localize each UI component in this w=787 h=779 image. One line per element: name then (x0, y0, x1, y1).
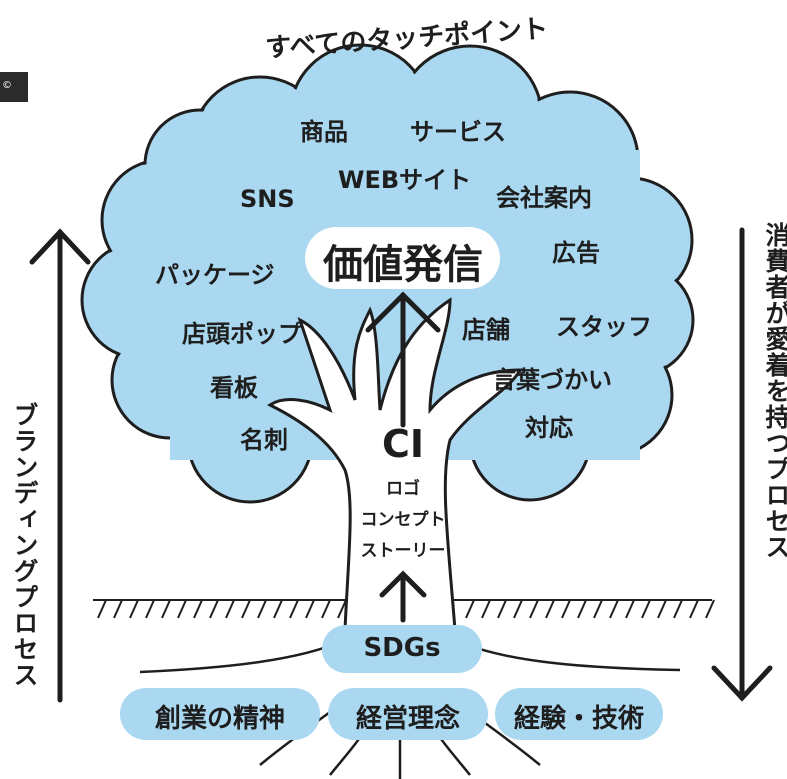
ground-hatch-mark (225, 599, 235, 619)
root-pill-bg-3 (495, 688, 663, 740)
ground-hatch-mark (673, 599, 683, 619)
right-process-arrow (711, 227, 773, 702)
ground-hatch-mark (545, 599, 555, 619)
ground-hatch-mark (481, 599, 491, 619)
corner-badge: © (0, 72, 28, 102)
touchpoint-ad: 広告 (552, 239, 600, 267)
root-pill-bg-2 (328, 688, 488, 740)
branding-process-label: ブランディングプロセス (10, 402, 39, 688)
ground-hatch-mark (593, 599, 603, 619)
ground-hatch-mark (529, 599, 539, 619)
ground-hatch-mark (305, 599, 315, 619)
ground-hatch-mark (689, 599, 699, 619)
touchpoint-sign: 看板 (210, 374, 258, 402)
value-label: 価値発信 (323, 242, 483, 288)
value-pill-bg (305, 227, 500, 289)
tree-trunk (267, 297, 523, 632)
ground-hatching (93, 599, 715, 619)
root-pill-bg-1 (120, 688, 320, 740)
ground-hatch-mark (97, 599, 107, 619)
ground-hatch-mark (273, 599, 283, 619)
ground-hatch-mark (193, 599, 203, 619)
ci-item-story: ストーリー (360, 541, 446, 561)
root-label-spirit: 創業の精神 (154, 704, 285, 734)
root-label-experience: 経験・技術 (513, 704, 644, 734)
sdgs-pill-bg (322, 625, 482, 673)
ground-hatch-mark (609, 599, 619, 619)
ground-hatch-mark (337, 599, 347, 619)
consumer-process-label: 消費者が愛着を持つプロセス (762, 222, 787, 560)
touchpoint-store: 店舗 (462, 316, 510, 344)
ground-hatch-mark (241, 599, 251, 619)
touchpoint-package: パッケージ (155, 261, 275, 289)
ground-hatch-mark (177, 599, 187, 619)
ground-hatch-mark (561, 599, 571, 619)
touchpoint-words: 言葉づかい (492, 366, 612, 394)
ground-hatch-mark (705, 599, 715, 619)
root-label-philosophy: 経営理念 (355, 704, 460, 734)
ground-hatch-mark (497, 599, 507, 619)
touchpoint-shohin: 商品 (300, 118, 348, 146)
ground-hatch-mark (321, 599, 331, 619)
ground-hatch-mark (577, 599, 587, 619)
ci-title: CI (381, 422, 425, 466)
growth-arrows (365, 291, 441, 623)
ground-hatch-mark (129, 599, 139, 619)
ground-hatch-mark (657, 599, 667, 619)
ground-hatch-mark (513, 599, 523, 619)
left-process-arrow (29, 228, 91, 703)
touchpoint-service: サービス (410, 118, 506, 146)
corner-badge-text: © (2, 80, 12, 91)
touchpoint-sns: SNS (240, 185, 295, 213)
ground-hatch-mark (209, 599, 219, 619)
touchpoint-pop: 店頭ポップ (182, 320, 302, 348)
touchpoint-card: 名刺 (240, 426, 288, 454)
ground-hatch-mark (465, 599, 475, 619)
ground-hatch-mark (113, 599, 123, 619)
ground-hatch-mark (641, 599, 651, 619)
touchpoint-web: WEBサイト (338, 166, 472, 194)
touchpoint-response: 対応 (525, 414, 573, 442)
ground-hatch-mark (145, 599, 155, 619)
ci-item-logo: ロゴ (386, 479, 420, 499)
ground-hatch-mark (257, 599, 267, 619)
ci-item-concept: コンセプト (360, 510, 446, 530)
touchpoint-company: 会社案内 (496, 184, 592, 212)
ground-hatch-mark (625, 599, 635, 619)
sdgs-label: SDGs (363, 633, 441, 663)
ground-hatch-mark (161, 599, 171, 619)
ground-hatch-mark (289, 599, 299, 619)
touchpoint-staff: スタッフ (556, 313, 652, 341)
